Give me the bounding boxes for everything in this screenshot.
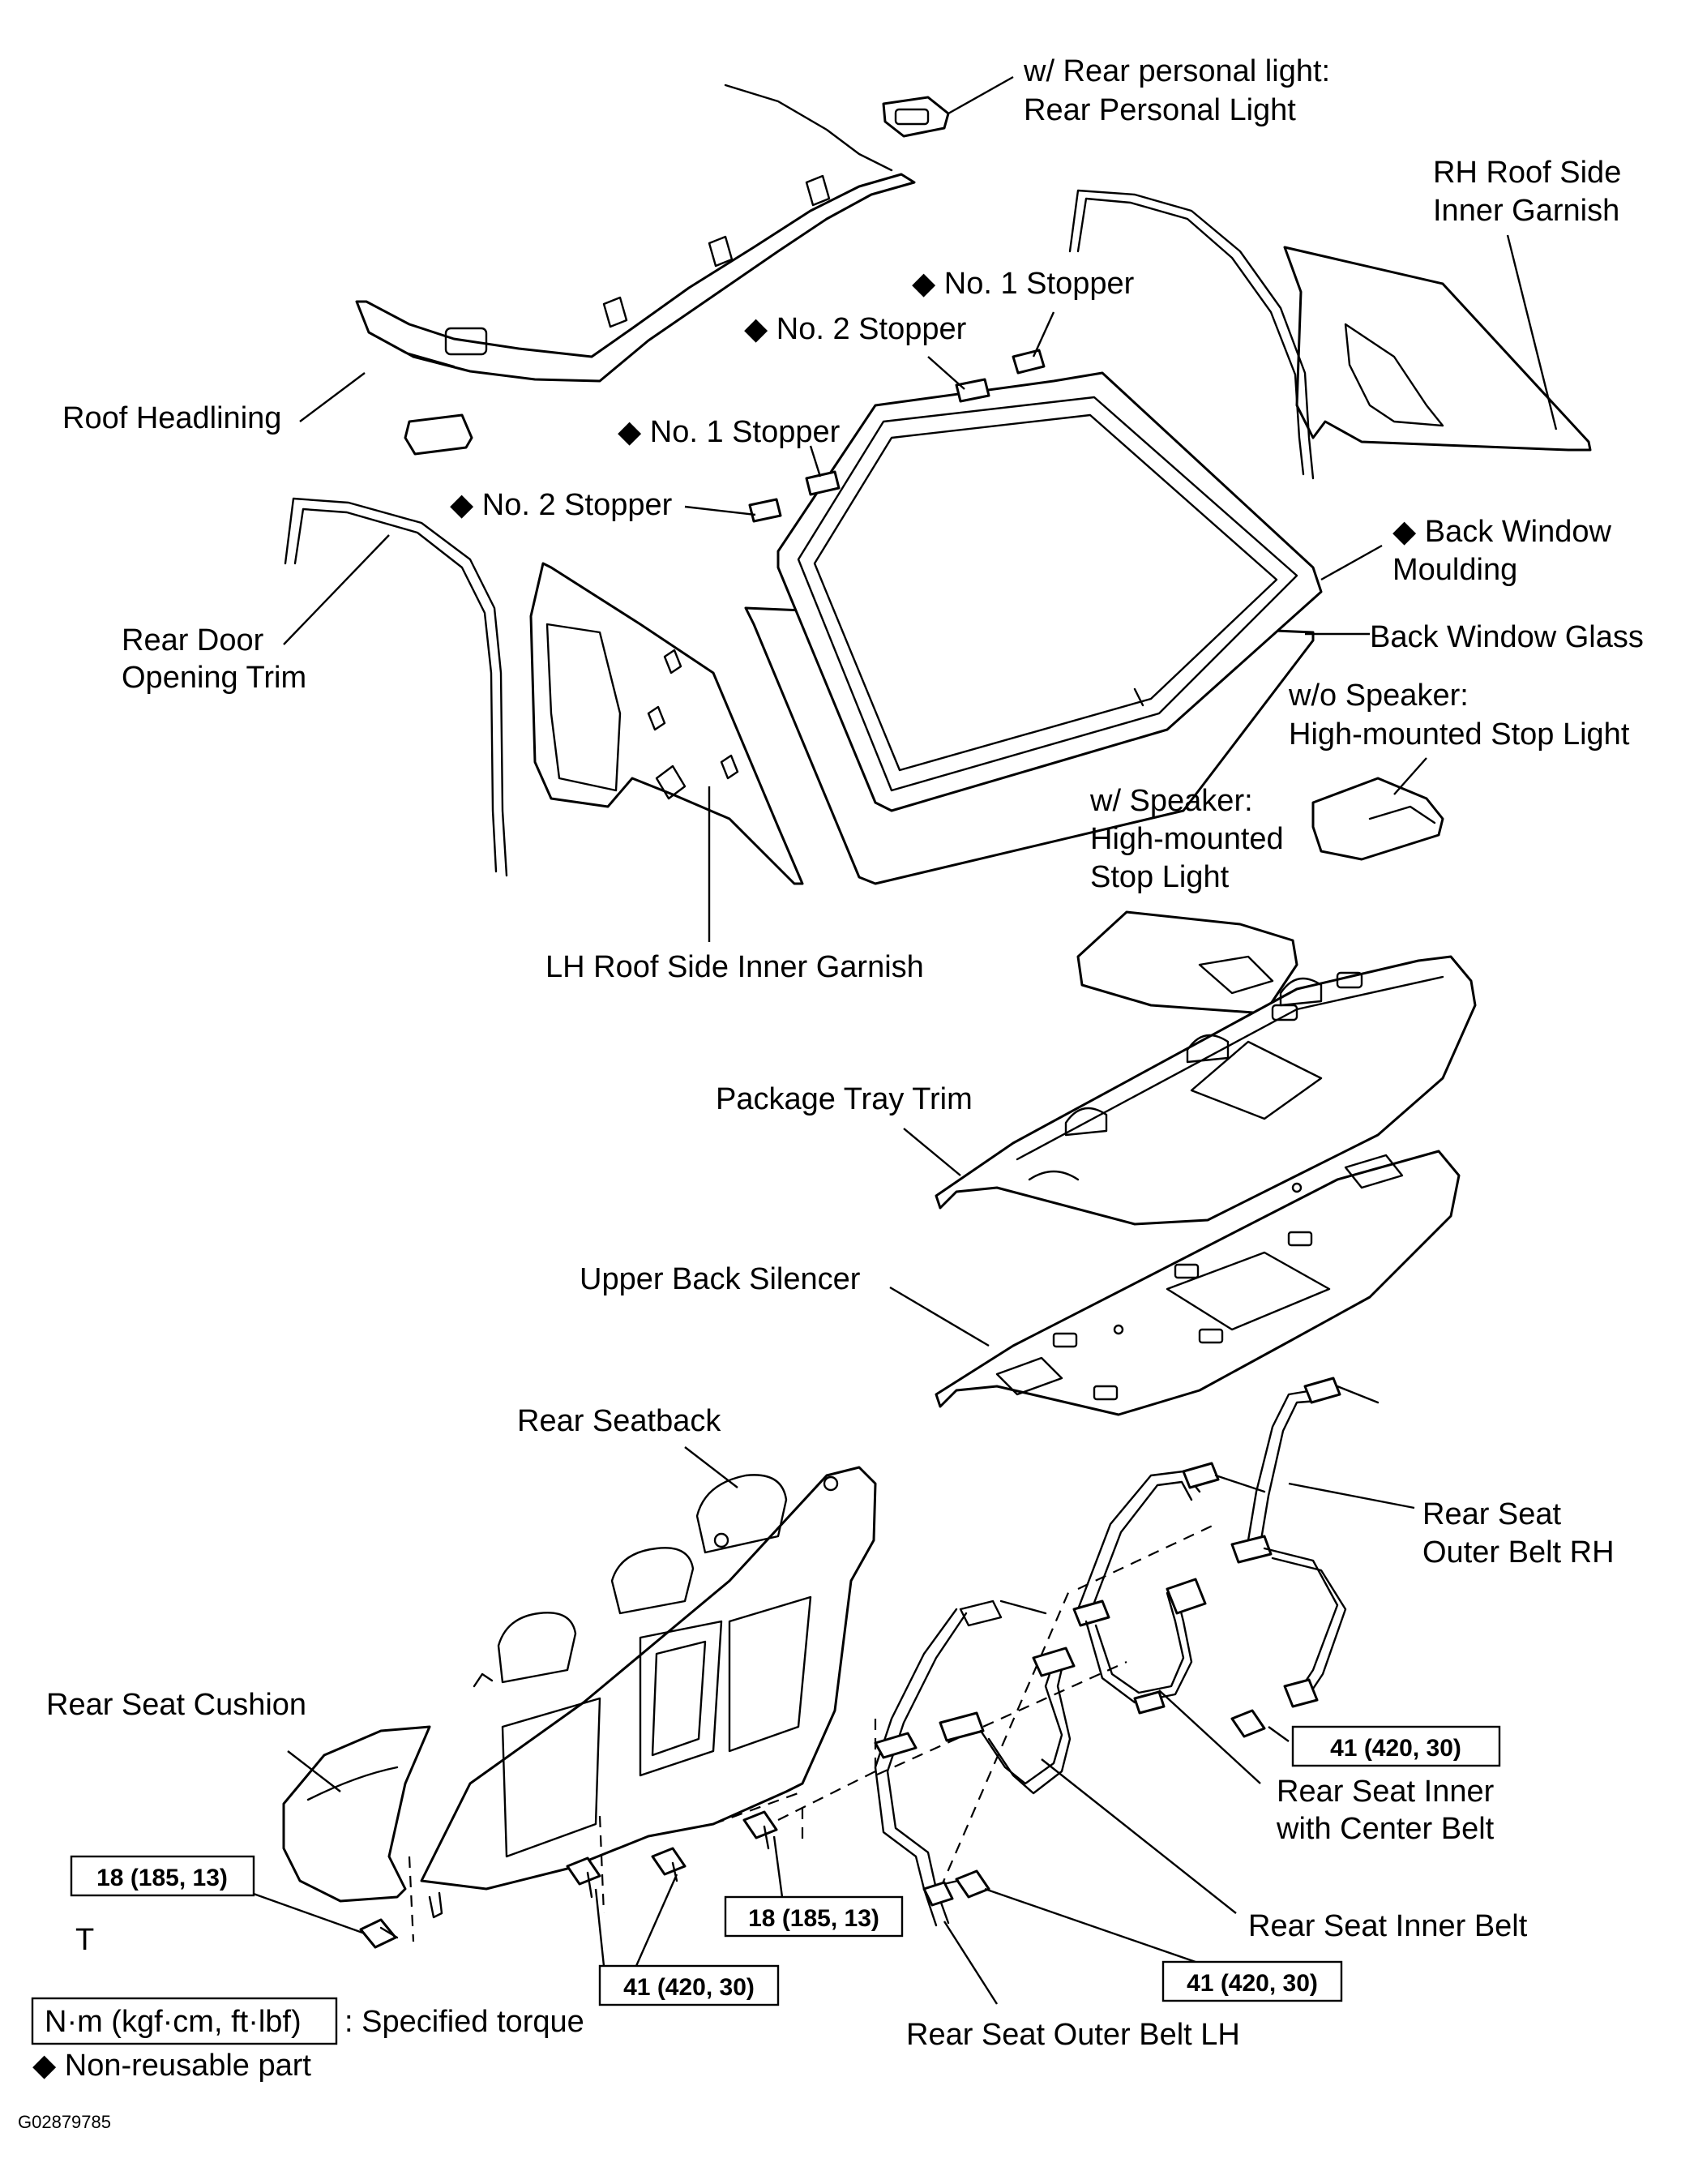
torque-value: 18 (185, 13) <box>96 1865 228 1891</box>
label-roof-headlining: Roof Headlining <box>62 401 281 435</box>
label-w-speaker-2: High-mounted <box>1090 822 1284 856</box>
no1-stopper-lower-drawing <box>805 470 841 496</box>
rear-seat-cushion-drawing <box>282 1725 443 1919</box>
torque-rh-belt-anchor: 41 (420, 30) <box>1291 1725 1501 1767</box>
label-back-window-moulding-2: Moulding <box>1392 553 1517 587</box>
small-light-part <box>404 413 473 456</box>
legend-torque-desc: : Specified torque <box>344 2005 584 2039</box>
seatback-bolt-drawing <box>742 1810 778 1850</box>
stop-light-w-speaker-drawing <box>1076 910 1298 1015</box>
label-rear-door-trim-1: Rear Door <box>122 623 264 657</box>
label-rh-roof-garnish-2: Inner Garnish <box>1433 194 1619 228</box>
label-rh-roof-garnish-1: RH Roof Side <box>1433 156 1621 190</box>
label-outer-belt-rh-1: Rear Seat <box>1422 1497 1562 1531</box>
torque-seatback-bolt: 18 (185, 13) <box>724 1895 904 1938</box>
label-wo-speaker-1: w/o Speaker: <box>1288 679 1469 713</box>
rear-personal-light-drawing <box>882 96 950 138</box>
label-wo-speaker-2: High-mounted Stop Light <box>1289 717 1630 752</box>
rear-seat-outer-belt-lh-drawing <box>874 1599 1047 1927</box>
rh-belt-bolt-drawing <box>1230 1709 1266 1738</box>
lh-roof-side-garnish-drawing <box>529 562 804 885</box>
torque-value: 41 (420, 30) <box>1330 1735 1461 1762</box>
rear-seat-outer-belt-rh-drawing <box>1230 1377 1380 1708</box>
label-no1-stopper-upper: ◆ No. 1 Stopper <box>912 267 1135 301</box>
label-rear-personal-light-1: w/ Rear personal light: <box>1023 54 1330 88</box>
torque-value: 18 (185, 13) <box>748 1905 879 1932</box>
label-back-window-moulding-1: ◆ Back Window <box>1392 515 1612 549</box>
label-no2-stopper-upper: ◆ No. 2 Stopper <box>744 312 967 346</box>
label-rear-personal-light-2: Rear Personal Light <box>1024 93 1296 127</box>
legend-nonreusable: ◆ Non-reusable part <box>32 2049 311 2083</box>
no2-stopper-upper-drawing <box>955 378 990 403</box>
leader-lines <box>250 75 1558 2005</box>
rh-roof-side-garnish-drawing <box>1283 246 1592 452</box>
roof-headlining-drawing <box>355 84 916 383</box>
label-inner-center-belt-1: Rear Seat Inner <box>1277 1775 1495 1809</box>
label-rear-seat-cushion: Rear Seat Cushion <box>46 1688 306 1722</box>
no2-stopper-lower-drawing <box>748 498 782 523</box>
rh-door-trim-drawing <box>1068 189 1315 480</box>
rear-seat-inner-center-belt-drawing <box>1072 1462 1266 1715</box>
label-package-tray-trim: Package Tray Trim <box>716 1082 973 1116</box>
label-w-speaker-3: Stop Light <box>1090 860 1230 894</box>
label-back-window-glass: Back Window Glass <box>1370 620 1644 654</box>
label-outer-belt-lh: Rear Seat Outer Belt LH <box>906 2018 1240 2052</box>
rear-seatback-drawing <box>420 1466 877 1891</box>
label-rear-seat-inner-belt: Rear Seat Inner Belt <box>1248 1909 1528 1943</box>
no1-stopper-upper-drawing <box>1012 349 1046 375</box>
package-tray-trim-drawing <box>935 955 1477 1226</box>
rear-seat-inner-belt-drawing <box>939 1647 1076 1795</box>
stop-light-wo-speaker-drawing <box>1311 777 1444 861</box>
torque-value: 41 (420, 30) <box>1187 1970 1318 1997</box>
label-no2-stopper-lower: ◆ No. 2 Stopper <box>450 488 673 522</box>
legend: N·m (kgf·cm, ft·lbf) : Specified torque … <box>31 1997 584 2083</box>
center-bolt-right-drawing <box>651 1847 687 1882</box>
callout-labels: w/ Rear personal light: Rear Personal Li… <box>46 54 1644 2052</box>
torque-cushion-bolt: 18 (185, 13) <box>70 1855 255 1897</box>
label-upper-back-silencer: Upper Back Silencer <box>580 1262 861 1296</box>
upper-back-silencer-drawing <box>935 1150 1461 1416</box>
label-no1-stopper-lower: ◆ No. 1 Stopper <box>618 415 841 449</box>
legend-torque-unit: N·m (kgf·cm, ft·lbf) <box>45 2005 302 2039</box>
label-rear-seatback: Rear Seatback <box>517 1404 721 1438</box>
torque-lh-belt-anchor: 41 (420, 30) <box>1161 1960 1343 2002</box>
torque-center-bolts: 41 (420, 30) <box>598 1964 780 2006</box>
torque-value: 41 (420, 30) <box>623 1974 755 2001</box>
label-t-mark: T <box>75 1923 94 1957</box>
back-window-drawing <box>744 371 1323 885</box>
label-inner-center-belt-2: with Center Belt <box>1276 1812 1495 1846</box>
center-bolt-left-drawing <box>566 1856 601 1899</box>
label-w-speaker-1: w/ Speaker: <box>1089 784 1253 818</box>
rear-door-opening-trim-drawing <box>284 497 508 877</box>
label-lh-roof-garnish: LH Roof Side Inner Garnish <box>545 950 924 984</box>
label-outer-belt-rh-2: Outer Belt RH <box>1422 1535 1615 1569</box>
dashed-install-lines <box>408 1523 1217 1942</box>
figure-code: G02879785 <box>18 2112 111 2132</box>
cushion-bolt-drawing <box>359 1918 399 1949</box>
label-rear-door-trim-2: Opening Trim <box>122 661 306 695</box>
